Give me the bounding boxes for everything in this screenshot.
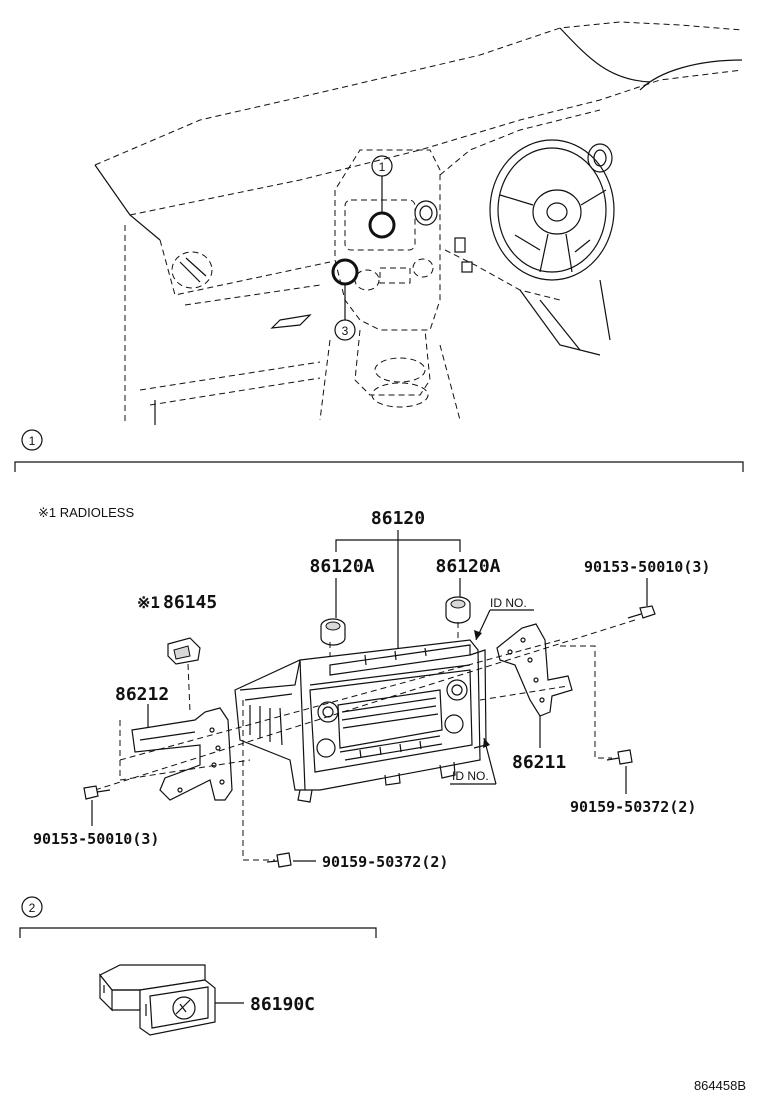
part-86120A-left-label: 86120A xyxy=(309,556,374,577)
id-no-bottom-label: ID NO. xyxy=(452,769,489,783)
audio-assembly: 86120 86120A 86120A xyxy=(33,508,710,871)
knob-86120A-left xyxy=(320,618,346,646)
bolt-bottom-left xyxy=(83,785,111,800)
audio-unit-86120 xyxy=(234,639,487,803)
bolt-bottom-left-label: 90153-50010(3) xyxy=(33,830,159,848)
part-86145-clip xyxy=(167,637,201,665)
part-86212-label: 86212 xyxy=(115,684,169,705)
section-1-number: 1 xyxy=(29,434,36,448)
figure-id: 864458B xyxy=(694,1078,746,1093)
dashboard-overview: 1 3 xyxy=(94,21,743,425)
bracket-86211 xyxy=(496,623,573,717)
part-86145-label: 86145 xyxy=(163,592,217,613)
switch-location-marker xyxy=(331,258,359,286)
bolt-top-right xyxy=(627,605,656,619)
screw-right xyxy=(606,749,633,765)
section-2-number: 2 xyxy=(29,901,36,915)
part-86211-label: 86211 xyxy=(512,752,566,773)
id-no-top-label: ID NO. xyxy=(490,596,527,610)
callout-3-circle xyxy=(334,319,356,341)
callout-3-label: 3 xyxy=(342,324,349,338)
part-86190C-label: 86190C xyxy=(250,994,315,1015)
section-1-header: 1 xyxy=(14,429,744,472)
screw-bottom-label: 90159-50372(2) xyxy=(322,853,448,871)
part-86120A-right-label: 86120A xyxy=(435,556,500,577)
screw-right-label: 90159-50372(2) xyxy=(570,798,696,816)
part-86120-label: 86120 xyxy=(371,508,425,529)
screw-bottom xyxy=(266,852,292,868)
radioless-note: ※1 RADIOLESS xyxy=(38,505,134,520)
knob-86120A-right xyxy=(445,596,471,624)
bracket-86212 xyxy=(131,707,233,801)
switch-86190C xyxy=(99,964,216,1036)
part-86145-mark: ※1 xyxy=(137,593,160,612)
callout-1-label: 1 xyxy=(379,160,386,174)
section-2-header: 2 xyxy=(19,896,377,938)
bolt-top-right-label: 90153-50010(3) xyxy=(584,558,710,576)
audio-location-marker xyxy=(368,211,396,239)
